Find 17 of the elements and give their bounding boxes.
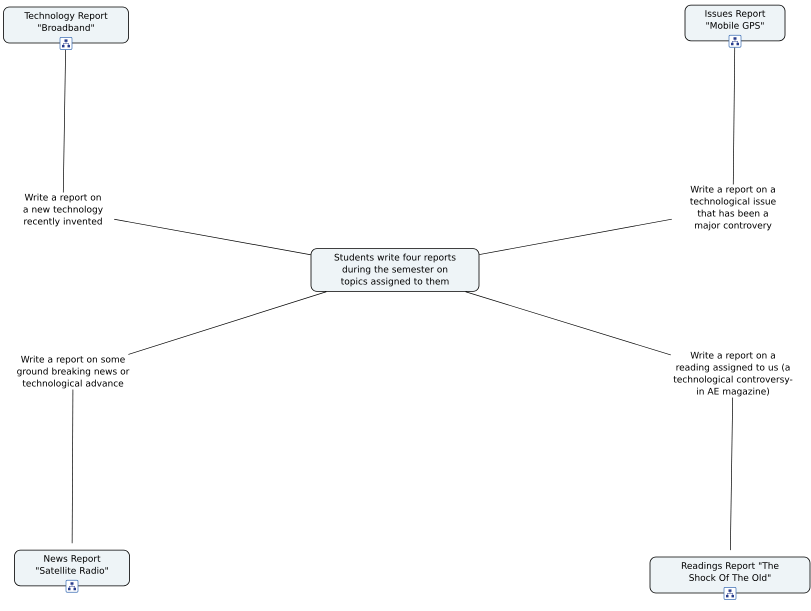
concept-box: News Report "Satellite Radio" bbox=[14, 550, 130, 586]
linking-phrase: Write a report on a new technology recently invented bbox=[12, 192, 114, 228]
linking-phrase: Write a report on some ground breaking news or technological advance bbox=[13, 354, 133, 390]
connector-line bbox=[730, 397, 733, 550]
connector-line bbox=[72, 389, 74, 544]
linking-phrase: Write a report on a reading assigned to us (a technological controversy-in AE magazine) bbox=[671, 350, 795, 398]
concept-box: Issues Report "Mobile GPS" bbox=[684, 4, 786, 42]
connector-line bbox=[114, 218, 311, 256]
concept-box: Technology Report "Broadband" bbox=[3, 6, 129, 44]
connector-line bbox=[465, 291, 672, 356]
connector-line bbox=[62, 50, 66, 193]
connector-line bbox=[732, 47, 736, 185]
linking-phrase: Write a report on a technological issue that has been a major controvery bbox=[672, 184, 794, 232]
connector-line bbox=[128, 291, 327, 355]
connector-line bbox=[479, 218, 672, 255]
concept-box: Readings Report "The Shock Of The Old" bbox=[650, 556, 810, 594]
concept-box: Students write four reports during the semester on topics assigned to them bbox=[310, 248, 480, 292]
